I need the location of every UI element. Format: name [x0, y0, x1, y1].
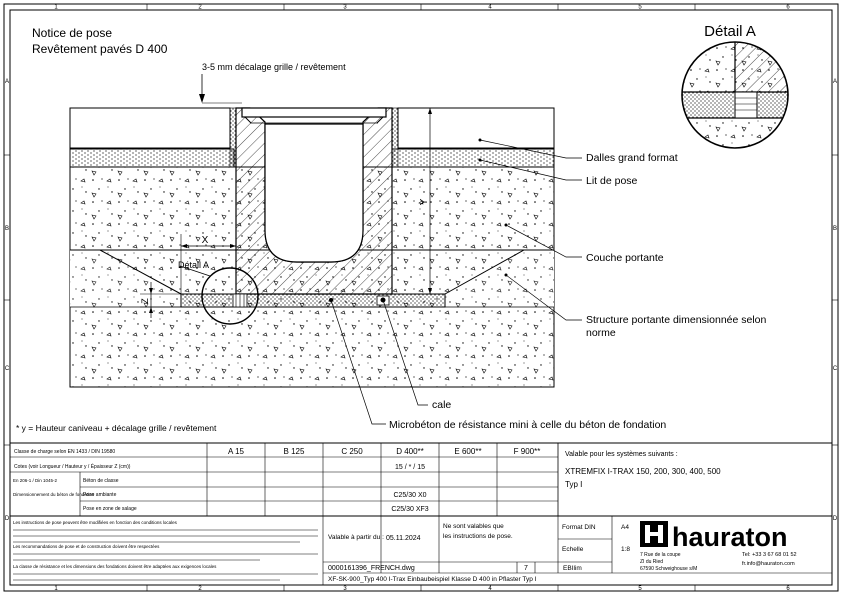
grid-markers: 1 2 3 4 5 6 1 2 3 4 5 6 A B C D A B C D	[4, 4, 838, 592]
company-email: fr.info@hauraton.com	[742, 561, 795, 567]
grid-col-1-bottom: 1	[54, 586, 58, 592]
systems-line-1: XTREMFIX I-TRAX 150, 200, 300, 400, 500	[565, 467, 721, 476]
note-2: Les recommandations de pose et de constr…	[13, 544, 160, 549]
grid-col-5-bottom: 5	[638, 586, 642, 592]
title-block	[10, 442, 832, 585]
grid-row-c: C	[5, 366, 10, 372]
grating	[241, 107, 387, 118]
de-icing-label: Pose en zone de salage	[83, 506, 137, 512]
grid-row-b: B	[5, 226, 9, 232]
offset-label: 3-5 mm décalage grille / revêtement	[202, 62, 346, 72]
callout-micro: Microbéton de résistance mini à celle du…	[389, 419, 666, 431]
systems-label: Valable pour les systèmes suivants :	[565, 451, 678, 458]
callout-shim: cale	[432, 399, 451, 411]
load-class-d400: D 400**	[396, 447, 424, 456]
callout-base: Couche portante	[586, 252, 664, 264]
dimensions-label: Cotes (voir Longueur / Hauteur y / Épais…	[14, 463, 131, 470]
title-line-1: Notice de pose	[32, 26, 112, 40]
foundation-label: Dimensionnement du béton de fondation	[13, 492, 95, 497]
format-value: A4	[621, 524, 629, 531]
callout-subbase-2: norme	[586, 327, 616, 339]
footnote: * y = Hauteur caniveau + décalage grille…	[16, 423, 217, 433]
callout-bedding: Lit de pose	[586, 175, 638, 187]
grid-col-2: 2	[198, 5, 202, 11]
dim-z-label: Z	[140, 298, 150, 304]
dim-y-label: Y	[419, 198, 430, 205]
callout-slabs: Dalles grand format	[586, 152, 678, 164]
bedding-left	[69, 148, 235, 168]
ambient-value: C25/30 X0	[393, 492, 426, 499]
grid-col-3-bottom: 3	[343, 586, 347, 592]
file-name: 0000161396_FRENCH.dwg	[328, 565, 415, 572]
hauraton-logo: hauraton	[640, 521, 788, 552]
load-class-a15: A 15	[228, 447, 245, 456]
standard-label: En 206-1 / Din 1045-2	[13, 478, 58, 483]
validity-date: 05.11.2024	[386, 535, 421, 542]
note-1: Les instructions de pose peuvent être mo…	[13, 520, 178, 525]
grid-row-d: D	[5, 516, 10, 522]
grid-col-1: 1	[54, 5, 58, 11]
company-address-3: 67590 Schweighouse s/M	[640, 566, 697, 572]
validity-note-1: Ne sont valables que	[443, 523, 504, 530]
grid-col-6-bottom: 6	[786, 586, 790, 592]
grid-col-4: 4	[488, 5, 492, 11]
company-address-2: ZI du Ried	[640, 559, 663, 565]
author: EBIlim	[563, 565, 582, 572]
format-label: Format DIN	[562, 524, 596, 531]
grid-col-2-bottom: 2	[198, 586, 202, 592]
grid-row-b-right: B	[833, 226, 837, 232]
grid-col-3: 3	[343, 5, 347, 11]
company-name: hauraton	[672, 522, 788, 552]
slab-left	[69, 107, 231, 149]
grid-row-a: A	[5, 79, 9, 85]
grid-row-c-right: C	[833, 366, 838, 372]
page-number: 7	[524, 565, 528, 572]
grid-col-4-bottom: 4	[488, 586, 492, 592]
validity-note-2: les instructions de pose.	[443, 533, 513, 540]
title-line-2: Revêtement pavés D 400	[32, 42, 168, 56]
ambient-label: Pose ambiante	[83, 492, 117, 498]
concrete-class-label: Béton de classe	[83, 478, 119, 484]
note-3: La classe de résistance et les dimension…	[13, 564, 217, 569]
detail-a-marker	[201, 267, 259, 325]
load-class-e600: E 600**	[454, 447, 481, 456]
load-class-label: Classe de charge selon EN 1433 / DIN 195…	[14, 449, 115, 455]
dimensions-value: 15 / * / 15	[395, 464, 425, 471]
load-class-f900: F 900**	[514, 447, 541, 456]
scale-value: 1:8	[621, 546, 630, 553]
callout-subbase-1: Structure portante dimensionnée selon	[586, 314, 767, 326]
notes-text-lines	[13, 529, 318, 581]
slab-right	[397, 107, 555, 149]
grid-row-a-right: A	[833, 79, 837, 85]
bedding-right	[391, 148, 555, 168]
scale-label: Echelle	[562, 546, 584, 553]
detail-a-title: Détail A	[704, 23, 756, 40]
grid-row-d-right: D	[833, 516, 838, 522]
grid-col-6: 6	[786, 5, 790, 11]
cross-section: Détail A 3-5 mm décalage grille / revête…	[69, 62, 582, 425]
detail-a-view	[681, 41, 789, 149]
de-icing-value: C25/30 XF3	[391, 506, 428, 513]
drawing-reference: XF-SK-900_Typ 400 I-Trax Einbaubeispiel …	[328, 576, 537, 583]
load-class-b125: B 125	[284, 447, 305, 456]
dim-x-label: X	[202, 235, 209, 246]
systems-line-2: Typ I	[565, 480, 582, 489]
validity-label: Valable à partir du :	[328, 534, 384, 541]
company-address-1: 7 Rue de la coupe	[640, 552, 681, 558]
detail-a-ref: Détail A	[178, 260, 209, 270]
load-class-c250: C 250	[341, 447, 363, 456]
company-phone: Tel: +33 3 67 68 01 52	[742, 552, 797, 558]
micro-concrete-bed	[180, 293, 446, 308]
grid-col-5: 5	[638, 5, 642, 11]
